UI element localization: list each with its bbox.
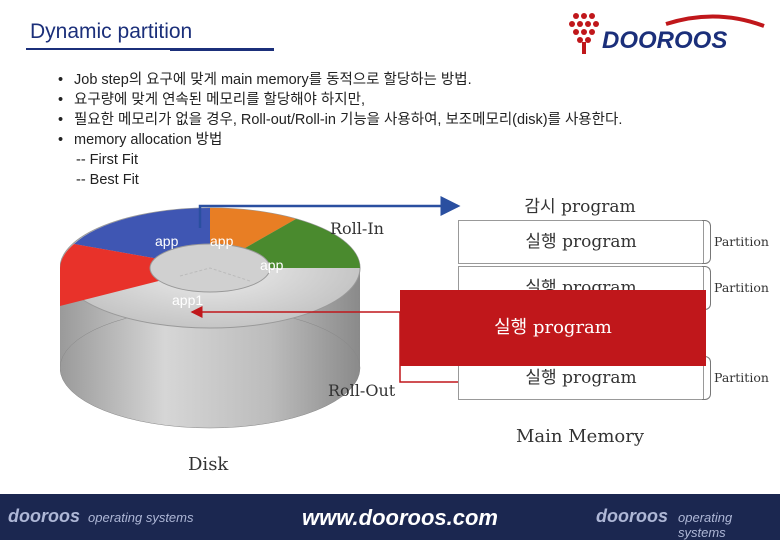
roll-out-label: Roll-Out — [328, 381, 396, 400]
footer-tag-right: operating systems — [678, 510, 733, 540]
footer-brand-right: dooroos — [596, 506, 668, 526]
disk-label: Disk — [188, 454, 229, 475]
bullet-item: memory allocation 방법 — [58, 130, 622, 150]
footer-bar: dooroos operating systems www.dooroos.co… — [0, 494, 780, 540]
footer-tag-left: operating systems — [88, 510, 194, 525]
page-title: Dynamic partition — [30, 20, 193, 43]
logo-mark-icon: DOOROOS — [569, 13, 765, 54]
roll-in-label: Roll-In — [330, 219, 384, 238]
partition-label: Partition — [714, 280, 769, 295]
monitor-program: 감시 program — [524, 197, 636, 217]
footer-brand-left: dooroos — [8, 506, 80, 526]
title-underline-accent — [170, 48, 274, 51]
main-memory-label: Main Memory — [516, 426, 644, 447]
footer-url[interactable]: www.dooroos.com — [302, 505, 498, 530]
bullet-item: Job step의 요구에 맞게 main memory를 동적으로 할당하는 … — [58, 70, 622, 90]
segment-label: app1 — [172, 292, 203, 308]
bullet-item: 요구량에 맞게 연속된 메모리를 할당해야 하지만, — [58, 90, 622, 110]
bullet-list: Job step의 요구에 맞게 main memory를 동적으로 할당하는 … — [58, 70, 622, 190]
segment-label: app — [260, 257, 284, 273]
segment-label: app — [155, 233, 179, 249]
disk-segment — [60, 244, 210, 306]
partition-label: Partition — [714, 234, 769, 249]
memory-block: 실행 program — [458, 220, 704, 264]
sub-item: -- First Fit — [76, 152, 139, 168]
disk-diagram: app app app app1 Disk Roll-In Roll-Out — [60, 196, 461, 475]
partition-brace — [702, 220, 711, 264]
partition-label: Partition — [714, 370, 769, 385]
segment-label: app — [210, 233, 234, 249]
partition-brace — [702, 356, 711, 400]
title-underline — [26, 48, 274, 50]
dooroos-logo: DOOROOS — [566, 10, 766, 56]
sub-item: -- Best Fit — [76, 172, 139, 188]
bullet-item: 필요한 메모리가 없을 경우, Roll-out/Roll-in 기능을 사용하… — [58, 110, 622, 130]
roll-in-arrow — [198, 196, 461, 228]
swapped-program-box: 실행 program — [400, 290, 706, 366]
partition-brace — [702, 266, 711, 310]
logo-text: DOOROOS — [602, 27, 727, 54]
